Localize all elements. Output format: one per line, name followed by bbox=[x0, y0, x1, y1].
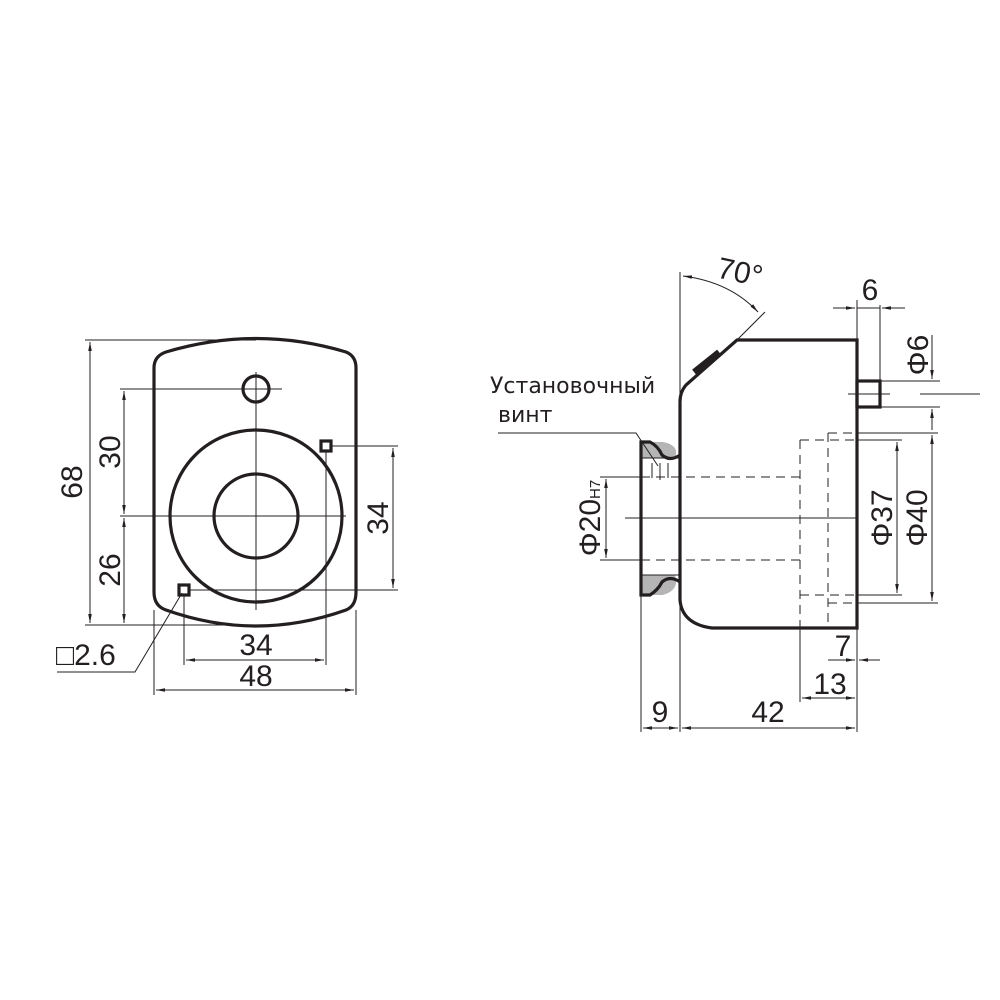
front-view: 68 30 26 34 34 48 □2.6 bbox=[56, 336, 398, 695]
set-screw-marker bbox=[692, 349, 721, 375]
dim-9: 9 bbox=[652, 696, 669, 729]
dim-34-vertical: 34 bbox=[362, 501, 395, 534]
dim-30: 30 bbox=[94, 435, 127, 468]
dim-pin-length-6: 6 bbox=[862, 274, 879, 307]
dim-48: 48 bbox=[239, 660, 272, 693]
dim-bore-20h7: Φ20H7 bbox=[574, 480, 607, 557]
set-screw-label: Установочный bbox=[490, 374, 655, 399]
front-body-outline bbox=[152, 336, 358, 628]
dim-pin-dia-6: Φ6 bbox=[902, 335, 935, 376]
side-view: Установочный винт 70° 6 Φ6 Φ20H7 Φ37 bbox=[490, 252, 980, 732]
dim-42: 42 bbox=[751, 696, 784, 729]
square-hole-bottom bbox=[177, 583, 191, 597]
dim-68: 68 bbox=[56, 465, 89, 498]
dim-dia-40: Φ40 bbox=[901, 489, 934, 546]
dim-angle-70: 70° bbox=[714, 252, 765, 294]
dim-7: 7 bbox=[835, 630, 852, 663]
dim-dia-37: Φ37 bbox=[866, 489, 899, 546]
square-hole-top bbox=[319, 439, 333, 453]
set-screw-label-2: винт bbox=[498, 403, 553, 428]
side-body-outline bbox=[678, 338, 859, 630]
dim-34-horizontal: 34 bbox=[239, 629, 272, 662]
dim-13: 13 bbox=[813, 668, 846, 701]
dim-26: 26 bbox=[94, 553, 127, 586]
dim-square-2-6: □2.6 bbox=[56, 639, 116, 672]
